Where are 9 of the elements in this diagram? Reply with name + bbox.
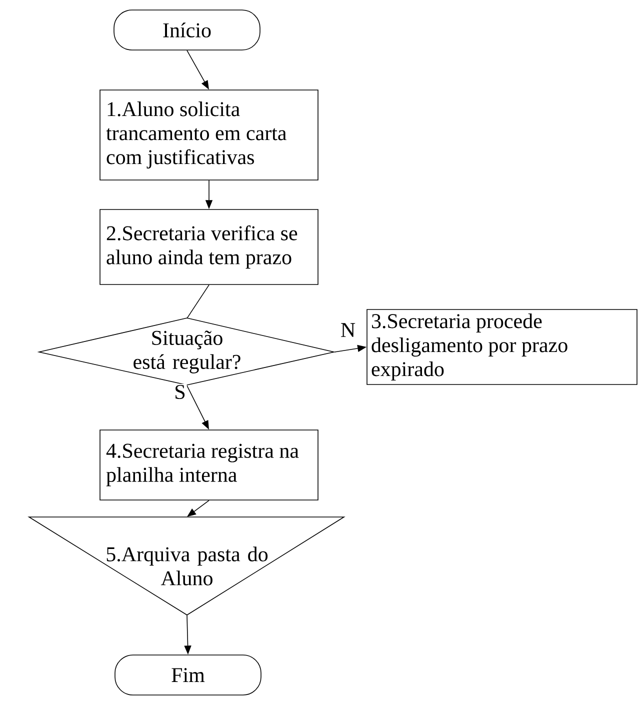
process-box: 4.Secretaria registra na planilha interna [100,430,318,500]
edge-label: S [173,384,187,400]
process-box: 3.Secretaria procede desligamento por prazo expirado [366,309,638,385]
process-box: 1.Aluno solicita trancamento em carta com justificativas [100,90,318,180]
terminal-box: Início [114,10,260,50]
arrow [187,500,210,517]
process-box: 2.Secretaria verifica se aluno ainda tem prazo [100,209,318,285]
terminal-box: Fim [114,654,262,696]
edge-label: N [339,322,357,338]
